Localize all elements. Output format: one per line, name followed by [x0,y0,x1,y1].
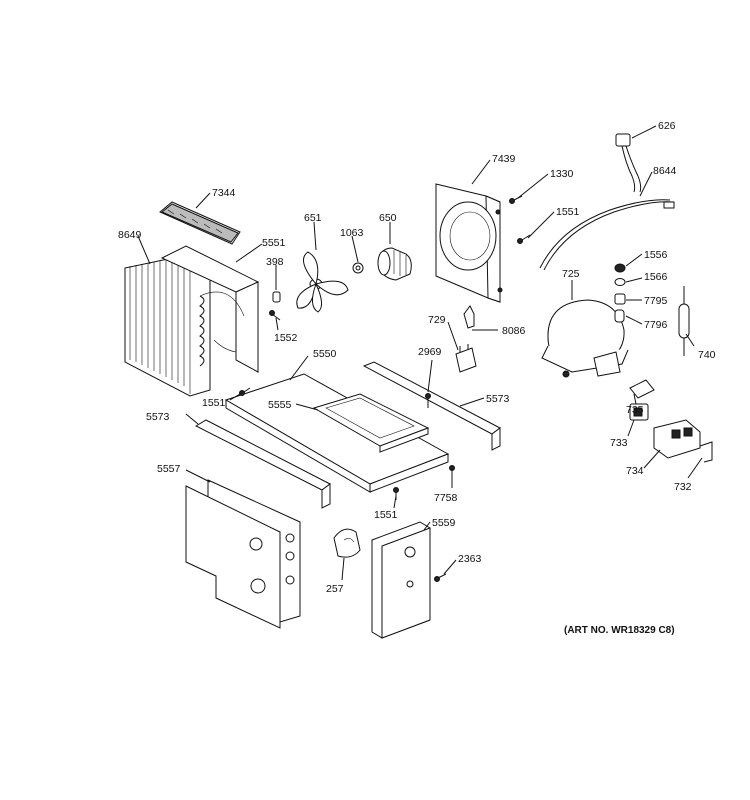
label-1551-b: 1551 [202,397,226,409]
part-1551-screw-b [239,387,251,396]
label-734: 734 [626,465,644,477]
part-7758-screw [449,465,455,478]
label-257: 257 [326,583,344,595]
label-1063: 1063 [340,227,364,239]
part-7344-foam-strip [159,201,241,245]
label-5557: 5557 [157,463,181,475]
label-2363: 2363 [458,553,482,565]
part-732-clip [699,441,713,463]
part-1552-screw [269,310,281,321]
label-1551-c: 1551 [374,509,398,521]
label-725: 725 [562,268,580,280]
part-257-control [333,528,361,558]
part-735-overload-cover [629,379,655,399]
label-740: 740 [698,349,716,361]
part-729-capacitor [455,344,477,373]
label-729: 729 [428,314,446,326]
part-733-overload [629,403,649,421]
leader-lines [137,125,703,581]
label-398: 398 [266,256,284,268]
part-734-relay [653,419,701,459]
label-7796: 7796 [644,319,668,331]
part-5557-panel [185,479,301,629]
label-626: 626 [658,120,676,132]
part-5551-shroud [160,245,260,373]
label-8649: 8649 [118,229,142,241]
label-1552: 1552 [274,332,298,344]
label-735: 735 [626,404,644,416]
part-651-fan-blade [296,251,349,313]
label-8086: 8086 [502,325,526,337]
label-7344: 7344 [212,187,236,199]
part-5573-rail-left [194,419,331,509]
part-2969-screw [425,393,431,408]
label-1556: 1556 [644,249,668,261]
part-5555-frame [312,393,430,453]
part-5559-panel [371,521,431,639]
part-1551-screw-a [517,234,531,244]
part-5573-rail-right [362,361,501,451]
label-1551-a: 1551 [556,206,580,218]
label-5573-b: 5573 [146,411,170,423]
label-8644: 8644 [653,165,677,177]
part-8649-condenser [124,255,211,397]
callout-labels: 626 8644 7439 1330 1551 7344 651 1063 65… [118,120,716,595]
label-5573-a: 5573 [486,393,510,405]
part-7795-grommet [614,293,626,305]
part-626-protector [615,133,642,193]
part-5550-base-pan [224,373,450,493]
label-7439: 7439 [492,153,516,165]
label-651: 651 [304,212,322,224]
part-1566-washer [614,278,626,286]
part-1063-nut [352,262,364,274]
label-1330: 1330 [550,168,574,180]
art-number: (ART NO. WR18329 C8) [564,625,675,636]
part-650-fan-motor [377,247,412,281]
label-5551: 5551 [262,237,286,249]
label-1566: 1566 [644,271,668,283]
part-2363-screw [434,573,447,582]
label-2969: 2969 [418,346,442,358]
label-732: 732 [674,481,692,493]
part-398-grommet [272,291,281,303]
label-7758: 7758 [434,492,458,504]
part-1556-nut [614,263,626,273]
label-650: 650 [379,212,397,224]
part-7439-bracket [435,183,503,303]
part-725-compressor [541,299,629,378]
part-1330-screw [509,195,523,204]
label-5550: 5550 [313,348,337,360]
label-5559: 5559 [432,517,456,529]
label-733: 733 [610,437,628,449]
label-7795: 7795 [644,295,668,307]
part-7796-sleeve [614,309,625,323]
part-740-drier [678,286,690,356]
part-8644-tubing [539,199,675,271]
label-5555: 5555 [268,399,292,411]
part-8086-bracket [463,305,475,329]
